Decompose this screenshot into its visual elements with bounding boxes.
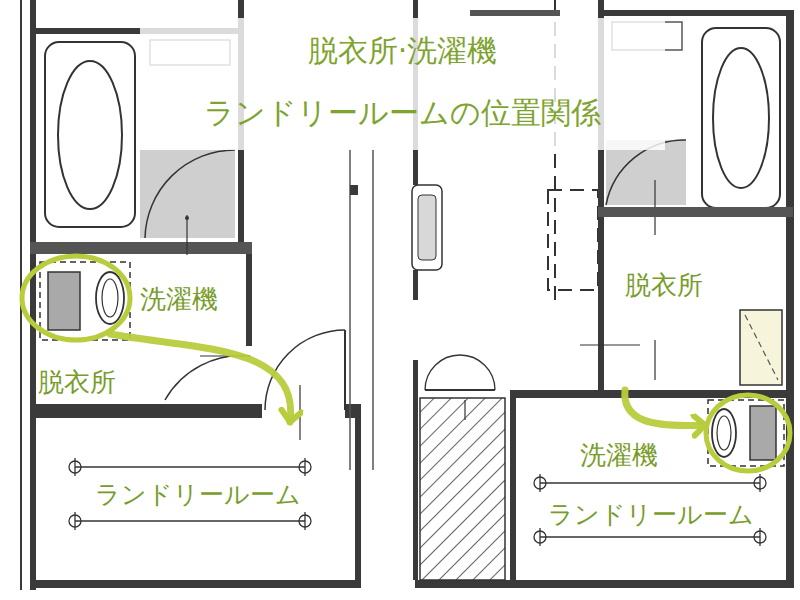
washer-unit: 洗濯機 (38, 262, 128, 334)
room-label: ランドリールーム (548, 500, 754, 530)
room-area: 脱衣所 洗濯機 (35, 255, 250, 405)
flow-arrow (625, 390, 705, 426)
room-label: ランドリールーム (95, 480, 301, 510)
title-ground (140, 18, 665, 150)
room-label: 脱衣所 (38, 367, 116, 398)
room-label: 洗濯機 (140, 284, 218, 315)
room-area: 脱衣所 (607, 215, 785, 390)
washer-unit: 洗濯機 (705, 398, 790, 470)
diagram-title: 脱衣所·洗濯機 ランドリールームの位置関係 (160, 20, 645, 144)
room-label: 洗濯機 (580, 440, 658, 471)
room-area: ランドリールーム (35, 422, 360, 580)
highlight-circles (22, 256, 790, 471)
flow-arrow (110, 334, 291, 422)
room-area: ランドリールーム 洗濯機 (517, 395, 785, 580)
room-label: 脱衣所 (625, 270, 703, 301)
